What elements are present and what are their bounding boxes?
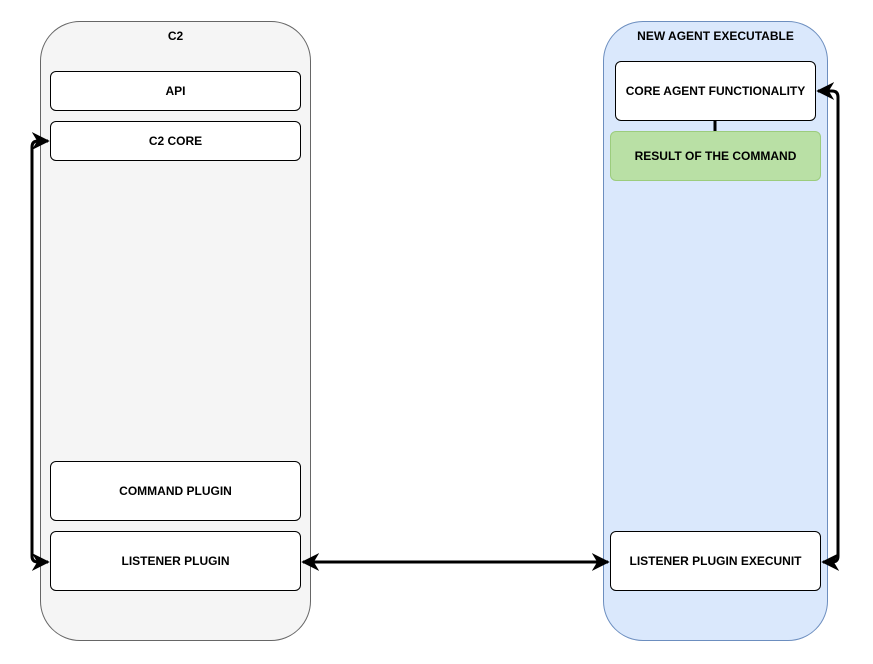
command-plugin-node[interactable]: COMMAND PLUGIN: [50, 461, 301, 521]
api-node[interactable]: API: [50, 71, 301, 111]
c2-core-node[interactable]: C2 CORE: [50, 121, 301, 161]
core-agent-node[interactable]: CORE AGENT FUNCTIONALITY: [615, 61, 816, 121]
result-node[interactable]: RESULT OF THE COMMAND: [610, 131, 821, 181]
agent-container-label: NEW AGENT EXECUTABLE: [637, 29, 794, 43]
listener-plugin-node[interactable]: LISTENER PLUGIN: [50, 531, 301, 591]
c2-container-label: C2: [167, 29, 184, 43]
edge-agent-to-exec: [816, 82, 840, 571]
listener-exec-node[interactable]: LISTENER PLUGIN EXECUNIT: [610, 531, 821, 591]
edge-core-to-listener: [30, 132, 50, 571]
